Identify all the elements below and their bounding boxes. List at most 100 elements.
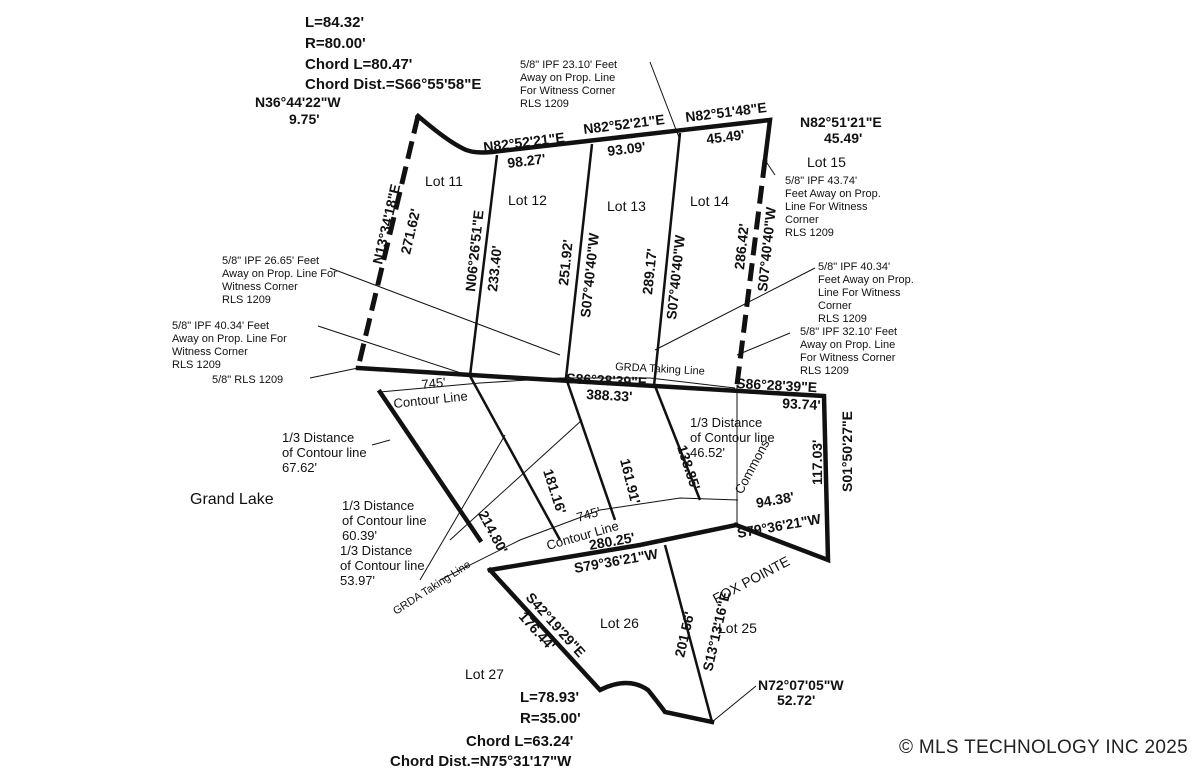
lot-15-label: Lot 15 bbox=[807, 154, 846, 170]
svg-text:5/8" IPF 32.10' Feet: 5/8" IPF 32.10' Feet bbox=[800, 326, 897, 338]
l4-dist: 289.17' bbox=[639, 248, 660, 296]
svg-text:Corner: Corner bbox=[818, 300, 852, 312]
grda-top: GRDA Taking Line bbox=[615, 361, 705, 378]
note-ipf-32: 5/8" IPF 32.10' Feet Away on Prop. Line … bbox=[800, 326, 897, 377]
svg-text:of Contour line: of Contour line bbox=[282, 445, 367, 460]
third-dist-4: 1/3 Distance of Contour line 53.97' bbox=[340, 543, 425, 588]
lot-25-label: Lot 25 bbox=[718, 620, 757, 636]
nw-bearing: N36°44'22"W bbox=[255, 94, 341, 110]
seg1-bearing: N82°52'21"E bbox=[482, 129, 565, 155]
svg-text:Contour Line: Contour Line bbox=[393, 388, 469, 411]
lot-13-label: Lot 13 bbox=[607, 198, 646, 214]
property-boundary bbox=[355, 112, 831, 564]
curve-bottom-r: R=35.00' bbox=[520, 710, 581, 727]
curve-bottom-l: L=78.93' bbox=[520, 689, 579, 706]
svg-text:RLS 1209: RLS 1209 bbox=[222, 294, 271, 306]
curve-bottom-chord-dist: Chord Dist.=N75°31'17"W bbox=[390, 753, 572, 769]
svg-text:745': 745' bbox=[575, 504, 602, 525]
svg-text:5/8" IPF 43.74': 5/8" IPF 43.74' bbox=[785, 175, 857, 187]
curve-bottom-data: L=78.93' R=35.00' Chord L=63.24' Chord D… bbox=[390, 689, 581, 769]
note-ipf-40-east: 5/8" IPF 40.34' Feet Away on Prop. Line … bbox=[818, 261, 914, 325]
seg3-dist: 45.49' bbox=[705, 126, 745, 147]
commons-d1: 214.80' bbox=[475, 508, 511, 556]
svg-text:5/8" IPF 40.34' Feet: 5/8" IPF 40.34' Feet bbox=[172, 320, 269, 332]
svg-text:1/3 Distance: 1/3 Distance bbox=[690, 415, 762, 430]
curve-top-l: L=84.32' bbox=[305, 14, 364, 31]
l4-bearing: S07°40'40"W bbox=[663, 233, 688, 320]
svg-text:5/8" IPF 26.65' Feet: 5/8" IPF 26.65' Feet bbox=[222, 255, 319, 267]
note-ipf-40-west: 5/8" IPF 40.34' Feet Away on Prop. Line … bbox=[172, 320, 287, 386]
seg4-bearing: N82°51'21"E bbox=[800, 114, 882, 130]
svg-text:Away on Prop. Line: Away on Prop. Line bbox=[800, 339, 895, 351]
seg2-dist: 93.09' bbox=[606, 138, 646, 159]
seg1-dist: 98.27' bbox=[506, 150, 546, 171]
svg-text:Feet Away on Prop.: Feet Away on Prop. bbox=[785, 188, 881, 200]
svg-text:Line For Witness: Line For Witness bbox=[818, 287, 901, 299]
commons-d2: 181.16' bbox=[540, 467, 569, 516]
svg-text:of Contour line: of Contour line bbox=[342, 513, 427, 528]
note-ipf-43: 5/8" IPF 43.74' Feet Away on Prop. Line … bbox=[785, 175, 881, 239]
l1-dist: 271.62' bbox=[397, 207, 423, 256]
leader-lines bbox=[309, 61, 816, 446]
lot-11-label: Lot 11 bbox=[425, 173, 463, 189]
svg-text:RLS 1209: RLS 1209 bbox=[818, 313, 867, 325]
svg-text:Witness Corner: Witness Corner bbox=[222, 281, 298, 293]
south-dist-w: 388.33' bbox=[586, 386, 633, 404]
contour-lines bbox=[376, 375, 739, 581]
svg-text:1/3 Distance: 1/3 Distance bbox=[342, 498, 414, 513]
third-dist-2: 1/3 Distance of Contour line 46.52' bbox=[690, 415, 775, 460]
south-dist-e: 93.74' bbox=[782, 395, 821, 413]
curve-top-chord-l: Chord L=80.47' bbox=[305, 56, 412, 73]
se-dist: 94.38' bbox=[755, 489, 796, 511]
note-ipf-26: 5/8" IPF 26.65' Feet Away on Prop. Line … bbox=[222, 255, 337, 306]
svg-text:67.62': 67.62' bbox=[282, 460, 317, 475]
svg-text:Away on Prop. Line For: Away on Prop. Line For bbox=[222, 268, 337, 280]
lot-26-label: Lot 26 bbox=[600, 615, 639, 631]
svg-text:Line For Witness: Line For Witness bbox=[785, 201, 868, 213]
curve-bottom-chord-l: Chord L=63.24' bbox=[466, 733, 573, 750]
svg-text:745': 745' bbox=[421, 375, 447, 392]
seg4-dist: 45.49' bbox=[824, 130, 862, 146]
curve-top-r: R=80.00' bbox=[305, 35, 366, 52]
end-bearing: N72°07'05"W bbox=[758, 677, 844, 693]
svg-text:RLS 1209: RLS 1209 bbox=[800, 365, 849, 377]
svg-text:For Witness Corner: For Witness Corner bbox=[520, 85, 616, 97]
lot-27-label: Lot 27 bbox=[465, 666, 504, 682]
end-dist: 52.72' bbox=[777, 692, 815, 708]
commons-d3: 161.91' bbox=[617, 457, 644, 506]
svg-text:5/8" IPF 40.34': 5/8" IPF 40.34' bbox=[818, 261, 890, 273]
svg-text:Away on Prop. Line: Away on Prop. Line bbox=[520, 72, 615, 84]
commons-label: Commons bbox=[731, 437, 772, 497]
lot-14-label: Lot 14 bbox=[690, 193, 729, 209]
note-rls: 5/8" RLS 1209 bbox=[212, 374, 283, 386]
svg-text:5/8" IPF 23.10' Feet: 5/8" IPF 23.10' Feet bbox=[520, 59, 617, 71]
s-dist: 280.25' bbox=[588, 529, 636, 553]
svg-text:Feet Away on Prop.: Feet Away on Prop. bbox=[818, 274, 914, 286]
svg-text:RLS 1209: RLS 1209 bbox=[172, 359, 221, 371]
east-bearing: S01°50'27"E bbox=[839, 411, 855, 492]
svg-text:1/3 Distance: 1/3 Distance bbox=[340, 543, 412, 558]
l2-dist: 233.40' bbox=[484, 245, 505, 293]
copyright-watermark: © MLS TECHNOLOGY INC 2025 bbox=[898, 737, 1188, 758]
east-dist: 117.03' bbox=[809, 440, 825, 485]
l5-dist: 286.42' bbox=[731, 223, 752, 271]
lot-12-label: Lot 12 bbox=[508, 192, 547, 208]
svg-text:46.52': 46.52' bbox=[690, 445, 725, 460]
svg-text:53.97': 53.97' bbox=[340, 573, 375, 588]
svg-text:Away on Prop. Line For: Away on Prop. Line For bbox=[172, 333, 287, 345]
note-ipf-23: 5/8" IPF 23.10' Feet Away on Prop. Line … bbox=[520, 59, 617, 110]
svg-text:of Contour line: of Contour line bbox=[340, 558, 425, 573]
south-bearing-e: S86°28'39"E bbox=[736, 375, 818, 395]
l3-dist: 251.92' bbox=[555, 239, 576, 287]
svg-text:Witness Corner: Witness Corner bbox=[172, 346, 248, 358]
svg-text:60.39': 60.39' bbox=[342, 528, 377, 543]
third-dist-3: 1/3 Distance of Contour line 60.39' bbox=[342, 498, 427, 543]
south-bearing-w: S86°28'39"E bbox=[566, 370, 648, 390]
curve-top-chord-dist: Chord Dist.=S66°55'58"E bbox=[305, 76, 481, 93]
svg-text:RLS 1209: RLS 1209 bbox=[785, 227, 834, 239]
curve-top-data: L=84.32' R=80.00' Chord L=80.47' Chord D… bbox=[255, 14, 481, 127]
third-dist-1: 1/3 Distance of Contour line 67.62' bbox=[282, 430, 367, 475]
nw-dist: 9.75' bbox=[289, 111, 320, 127]
grand-lake-label: Grand Lake bbox=[190, 491, 274, 508]
svg-text:Corner: Corner bbox=[785, 214, 819, 226]
